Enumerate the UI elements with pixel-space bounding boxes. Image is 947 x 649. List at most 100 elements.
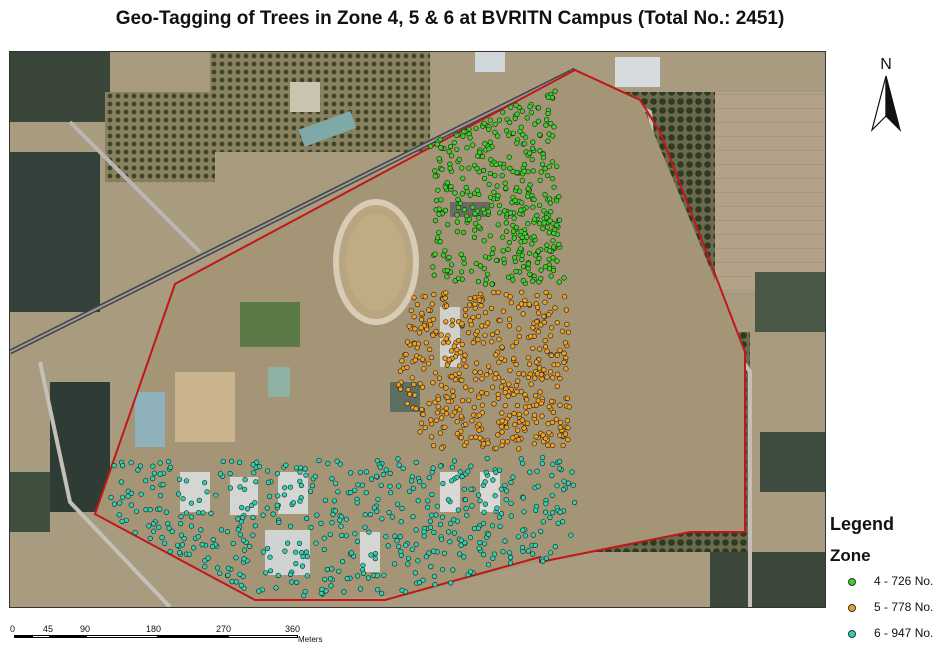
tree-point xyxy=(449,478,455,484)
tree-point xyxy=(477,369,483,376)
tree-point xyxy=(464,189,470,195)
tree-point xyxy=(240,515,246,521)
building xyxy=(360,532,380,572)
tree-point xyxy=(316,457,322,464)
tree-point xyxy=(411,341,418,347)
tree-point xyxy=(432,251,438,257)
tree-point xyxy=(513,361,519,368)
tree-point xyxy=(459,473,465,480)
tree-point xyxy=(322,497,329,503)
tree-point xyxy=(151,528,157,534)
tree-point xyxy=(235,516,241,522)
tree-point xyxy=(283,462,289,468)
tree-point xyxy=(523,410,529,416)
tree-point xyxy=(555,362,561,368)
dark-field xyxy=(710,552,825,607)
tree-point xyxy=(531,412,538,418)
tree-point xyxy=(540,226,546,232)
tree-point xyxy=(542,344,549,350)
tree-point xyxy=(442,424,448,430)
tree-point xyxy=(489,203,495,209)
tree-point xyxy=(500,109,506,115)
tree-point xyxy=(516,188,523,194)
tree-point xyxy=(287,484,294,490)
zone-4-points xyxy=(428,88,567,287)
tree-point xyxy=(540,432,546,438)
scale-segment xyxy=(228,635,298,638)
tree-point xyxy=(432,399,438,405)
tree-point xyxy=(436,229,442,235)
tree-point xyxy=(526,403,532,410)
tree-point xyxy=(541,367,547,373)
legend-label: 6 - 947 No. xyxy=(874,626,934,640)
tree-point xyxy=(304,573,310,579)
tree-point xyxy=(468,569,474,575)
tree-point xyxy=(428,322,434,328)
tree-point xyxy=(431,272,437,278)
tree-point xyxy=(138,491,144,497)
tree-point xyxy=(443,411,450,417)
tree-point xyxy=(554,163,560,169)
tree-point xyxy=(513,268,519,274)
tree-point xyxy=(500,234,506,240)
tree-point xyxy=(533,359,540,365)
tree-point xyxy=(160,482,166,488)
tree-point xyxy=(329,520,335,526)
tree-point xyxy=(448,153,455,159)
tree-point xyxy=(420,411,426,418)
tree-point xyxy=(569,469,575,475)
tree-point xyxy=(359,482,366,488)
tree-point xyxy=(494,505,500,511)
tree-point xyxy=(119,494,126,500)
tree-point xyxy=(526,150,533,156)
tree-point xyxy=(440,252,447,258)
tree-point xyxy=(340,558,346,565)
tree-point xyxy=(183,510,189,516)
tree-point xyxy=(511,215,517,221)
tree-point xyxy=(487,117,493,123)
tree-point xyxy=(383,467,389,473)
scale-segment xyxy=(14,635,32,638)
tree-point xyxy=(229,578,235,585)
tree-point xyxy=(492,493,498,499)
tree-point xyxy=(297,498,303,504)
tree-point xyxy=(549,175,556,182)
north-arrow: N xyxy=(866,56,906,132)
tree-point xyxy=(337,461,343,467)
tree-point xyxy=(450,393,456,399)
tree-point xyxy=(429,491,435,498)
tree-point xyxy=(565,425,571,431)
tree-point xyxy=(337,517,343,523)
tree-point xyxy=(556,241,562,247)
tree-point xyxy=(387,470,393,477)
map-frame[interactable] xyxy=(9,51,826,608)
tree-point xyxy=(437,136,444,142)
tree-point xyxy=(455,275,462,281)
tree-point xyxy=(502,208,508,214)
tree-point xyxy=(541,313,547,320)
tree-point xyxy=(457,407,463,413)
tree-point xyxy=(554,483,560,489)
building xyxy=(290,82,320,112)
tree-point xyxy=(547,514,553,521)
tree-point xyxy=(491,289,497,296)
tree-point xyxy=(425,504,431,510)
tree-point xyxy=(233,579,239,585)
tree-point xyxy=(204,489,210,495)
tree-point xyxy=(515,378,521,384)
tree-point xyxy=(449,464,455,470)
tree-point xyxy=(507,367,513,373)
tree-point xyxy=(303,472,309,478)
tree-point xyxy=(409,375,415,381)
tree-point xyxy=(123,517,129,523)
scale-tick-label: 270 xyxy=(216,624,232,634)
tree-point xyxy=(439,166,445,172)
tree-point xyxy=(502,482,508,488)
tree-point xyxy=(415,498,421,504)
tree-point xyxy=(209,543,216,550)
tree-point xyxy=(460,229,467,236)
tree-point xyxy=(454,419,460,425)
tree-point xyxy=(165,459,172,465)
tree-point xyxy=(490,555,496,561)
road xyxy=(68,120,202,254)
